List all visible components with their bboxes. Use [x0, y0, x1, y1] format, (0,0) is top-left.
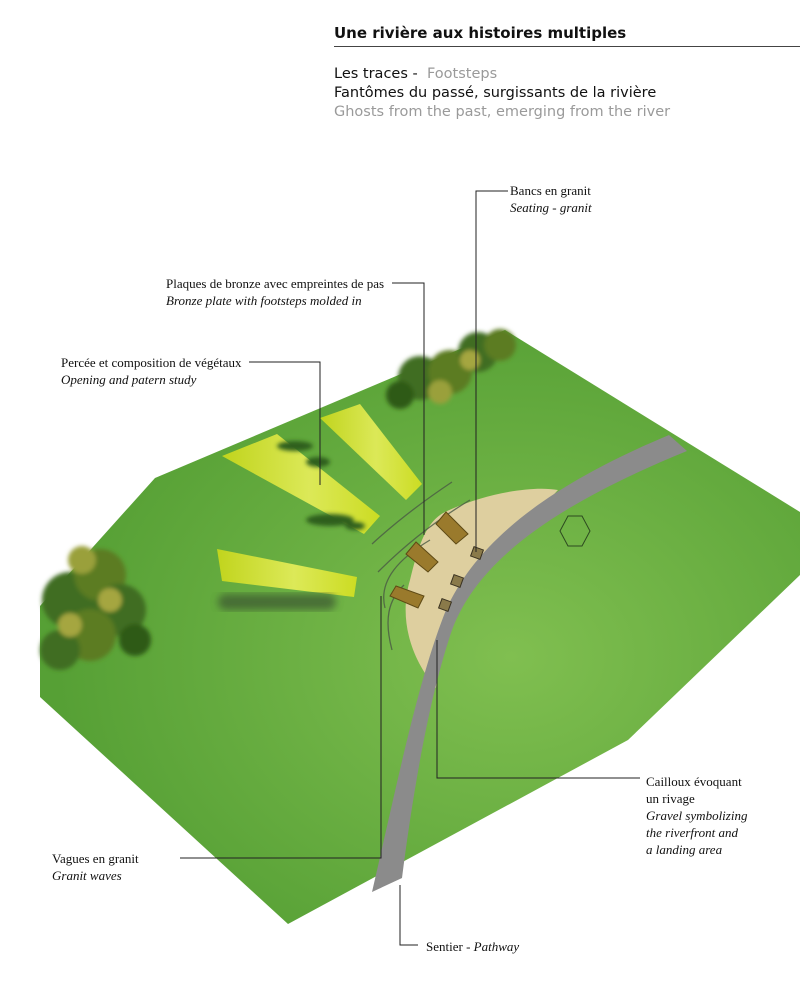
- leader-lines: [180, 190, 640, 946]
- label-opening: Percée et composition de végétaux Openin…: [61, 354, 242, 388]
- label-waves: Vagues en granit Granit waves: [52, 850, 139, 884]
- label-benches: Bancs en granit Seating - granit: [510, 182, 592, 216]
- vegetation-strip-3: [217, 549, 357, 597]
- label-waves-en: Granit waves: [52, 868, 122, 883]
- vegetation-strip-2: [320, 404, 422, 500]
- label-gravel-en2: the riverfront and: [646, 825, 738, 840]
- subtitle-fr: Les traces -: [334, 66, 418, 82]
- vegetation-strip-1: [222, 434, 380, 534]
- hedge-rows: [277, 441, 365, 530]
- page-title: Une rivière aux histoires multiples: [334, 24, 627, 42]
- label-gravel-fr1: Cailloux évoquant: [646, 774, 742, 789]
- label-gravel-en3: a landing area: [646, 842, 723, 857]
- subtitle-line-1: Les traces - Footsteps: [334, 66, 497, 82]
- subtitle-line-2: Fantômes du passé, surgissants de la riv…: [334, 85, 657, 101]
- bronze-plates: [437, 545, 485, 613]
- granite-benches: [389, 511, 469, 609]
- label-benches-en: Seating - granit: [510, 200, 592, 215]
- subtitle-line-3: Ghosts from the past, emerging from the …: [334, 104, 671, 120]
- label-pathway: Sentier - Pathway: [426, 938, 519, 955]
- label-bronze-fr: Plaques de bronze avec empreintes de pas: [166, 276, 385, 291]
- tree-cluster-left: [40, 546, 151, 670]
- label-bronze: Plaques de bronze avec empreintes de pas…: [166, 275, 384, 309]
- label-pathway-fr: Sentier -: [426, 939, 471, 954]
- hexagon-marker: [559, 515, 591, 547]
- label-gravel-en1: Gravel symbolizing: [646, 808, 748, 823]
- tree-cluster-top: [386, 329, 516, 409]
- label-opening-en: Opening and patern study: [61, 372, 197, 387]
- subtitle-en: Footsteps: [426, 66, 498, 82]
- label-gravel-fr2: un rivage: [646, 791, 695, 806]
- pathway: [372, 435, 687, 892]
- label-gravel: Cailloux évoquant un rivage Gravel symbo…: [646, 773, 747, 858]
- label-waves-fr: Vagues en granit: [52, 851, 139, 866]
- label-benches-fr: Bancs en granit: [510, 183, 591, 198]
- vegetation-shadow: [218, 594, 336, 610]
- label-opening-fr: Percée et composition de végétaux: [61, 355, 242, 370]
- label-bronze-en: Bronze plate with footsteps molded in: [166, 293, 362, 308]
- label-pathway-en: Pathway: [473, 939, 520, 954]
- title-rule: [334, 46, 800, 47]
